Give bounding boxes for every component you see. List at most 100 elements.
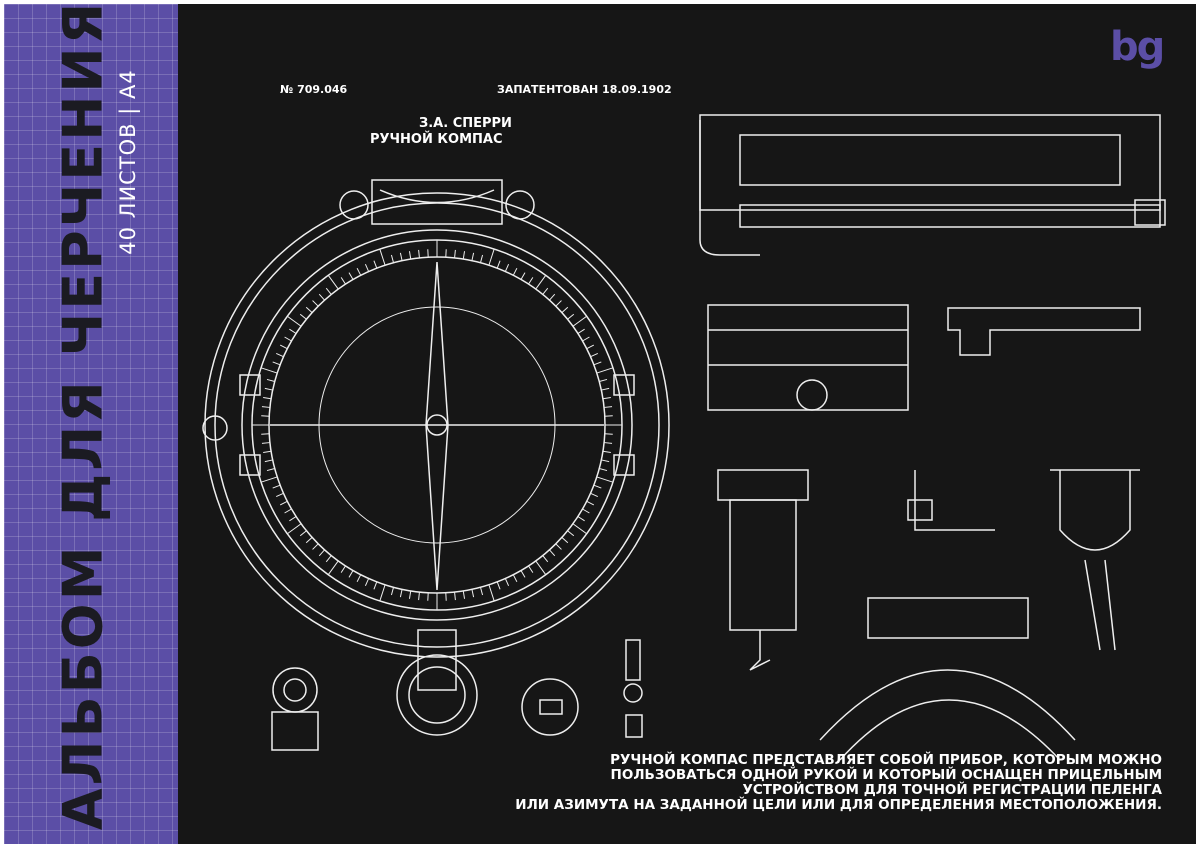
compass-tick — [289, 328, 297, 334]
compass-tick — [325, 555, 332, 563]
compass-tick — [590, 492, 598, 498]
compass-tick — [390, 587, 395, 596]
compass-tick — [602, 396, 611, 400]
compass-tick — [602, 450, 611, 454]
fig-1b — [521, 639, 643, 738]
compass-tick — [327, 560, 339, 575]
compass-tick — [496, 260, 501, 269]
compass-tick — [535, 275, 547, 290]
compass-tick — [263, 450, 272, 454]
compass-tick — [266, 467, 275, 472]
compass-tick — [418, 249, 420, 258]
compass-tick — [582, 508, 590, 514]
compass-tick — [528, 277, 534, 285]
compass-tick — [572, 523, 587, 535]
compass-tick — [305, 537, 313, 544]
compass-tick — [512, 574, 518, 583]
compass-tick — [549, 293, 556, 301]
patent-date: ЗАПАТЕНТОВАН 18.09.1902 — [497, 83, 672, 96]
compass-tick — [299, 530, 307, 537]
compass-tick — [276, 492, 284, 498]
compass-tick — [272, 361, 281, 366]
compass-tick — [284, 336, 292, 342]
compass-tick — [471, 589, 475, 598]
compass-tick — [266, 378, 275, 383]
compass-tick — [599, 467, 608, 472]
compass-tick — [504, 578, 510, 586]
compass-tick — [318, 293, 325, 301]
compass-tick — [264, 459, 273, 463]
compass-tick — [496, 581, 501, 590]
brand-logo: bg — [1110, 24, 1165, 70]
compass-tick — [555, 543, 562, 550]
compass-tick — [390, 254, 395, 263]
compass-tick — [261, 442, 270, 444]
compass-tick — [520, 570, 526, 578]
compass-tick — [601, 459, 610, 463]
compass-tick — [356, 574, 362, 583]
compass-tick — [462, 590, 466, 599]
compass-tick — [373, 581, 378, 590]
compass-tick — [462, 251, 466, 260]
compass-tick — [399, 589, 403, 598]
fig-3 — [707, 304, 909, 411]
compass-tick — [260, 367, 278, 374]
compass-tick — [299, 313, 307, 320]
compass-tick — [577, 328, 585, 334]
compass-tick — [572, 315, 587, 327]
compass-tick — [264, 387, 273, 391]
compass-tick — [555, 300, 562, 307]
compass-tick — [596, 476, 614, 483]
compass-tick — [535, 560, 547, 575]
compass-tick — [567, 530, 575, 537]
compass-tick — [542, 287, 549, 295]
compass-tick — [593, 361, 602, 366]
compass-tick — [488, 248, 495, 266]
compass-tick — [542, 555, 549, 563]
compass-tick — [604, 406, 613, 408]
fig-c — [947, 307, 1141, 356]
description-line: ПОЛЬЗОВАТЬСЯ ОДНОЙ РУКОЙ И КОТОРЫЙ ОСНАЩ… — [610, 767, 1162, 783]
compass-tick — [528, 565, 534, 573]
fig-8 — [819, 597, 1076, 761]
compass-tick — [325, 287, 332, 295]
compass-tick — [596, 367, 614, 374]
compass-tick — [279, 344, 288, 350]
compass-tick — [479, 254, 484, 263]
compass-tick — [279, 500, 288, 506]
compass-tick — [272, 484, 281, 489]
compass-tick — [356, 267, 362, 276]
compass-tick — [593, 484, 602, 489]
compass-tick — [479, 587, 484, 596]
compass-tick — [312, 543, 319, 550]
compass-tick — [260, 476, 278, 483]
compass-tick — [599, 378, 608, 383]
compass-tick — [340, 277, 346, 285]
compass-tick — [577, 516, 585, 522]
compass-tick — [373, 260, 378, 269]
compass-tick — [364, 264, 370, 272]
compass-tick — [261, 406, 270, 408]
description-line: РУЧНОЙ КОМПАС ПРЕДСТАВЛЯЕТ СОБОЙ ПРИБОР,… — [610, 752, 1162, 768]
compass-tick — [379, 584, 386, 602]
compass-tick — [340, 565, 346, 573]
compass-tick — [287, 315, 302, 327]
compass-tick — [305, 306, 313, 313]
compass-tick — [601, 387, 610, 391]
inventor: З.А. СПЕРРИ — [419, 116, 512, 131]
compass-tick — [454, 592, 456, 601]
compass-tick — [586, 500, 595, 506]
description-line: УСТРОЙСТВОМ ДЛЯ ТОЧНОЙ РЕГИСТРАЦИИ ПЕЛЕН… — [742, 782, 1162, 798]
spine-band — [4, 4, 178, 844]
invention-name: РУЧНОЙ КОМПАС — [370, 132, 503, 147]
compass-tick — [287, 523, 302, 535]
compass-tick — [284, 508, 292, 514]
fig-5 — [907, 470, 995, 531]
compass-tick — [590, 352, 598, 358]
compass-tick — [348, 272, 354, 280]
fig-2 — [699, 114, 1166, 256]
compass-tick — [312, 300, 319, 307]
compass-tick — [418, 592, 420, 601]
fig-4 — [1050, 469, 1140, 651]
description-line: ИЛИ АЗИМУТА НА ЗАДАННОЙ ЦЕЛИ ИЛИ ДЛЯ ОПР… — [515, 797, 1162, 813]
